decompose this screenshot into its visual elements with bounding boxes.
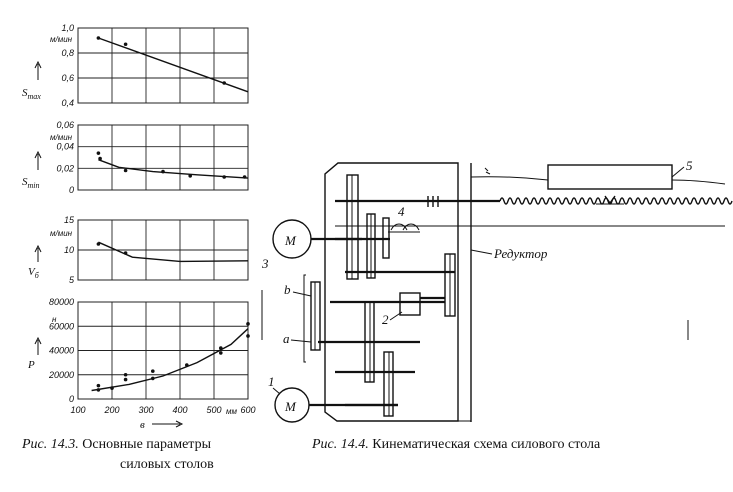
lead-screw — [499, 197, 733, 205]
panel-1-ylabel: Smax — [22, 87, 41, 101]
chart-1-ytick: 0,8 — [61, 48, 74, 58]
chart-1-ytick: 0,6 — [61, 73, 74, 83]
chart-4-point — [151, 369, 155, 373]
chart-4-point — [246, 322, 250, 326]
label-3: 3 — [261, 256, 269, 271]
chart-4-point — [151, 376, 155, 381]
chart-2-ytick: 0,04 — [56, 142, 74, 152]
panel-3-axis: м/мин Vб — [28, 229, 73, 280]
x-tick-label: 500 — [206, 405, 221, 415]
chart-2-point — [222, 175, 226, 179]
panel-2-axis: м/мин Smin — [22, 133, 73, 190]
svg-text:в: в — [140, 419, 145, 431]
x-unit: мм — [226, 407, 237, 416]
chart-1-ytick: 0,4 — [61, 98, 74, 108]
chart-1-point — [222, 81, 226, 85]
chart-3-ytick: 5 — [69, 275, 75, 285]
chart-2-ytick: 0,02 — [56, 163, 74, 173]
rod-line — [470, 176, 726, 185]
coupling-2 — [399, 292, 421, 316]
panel-2-unit: м/мин — [50, 133, 73, 142]
chart-4-point — [219, 346, 223, 350]
screw-nut — [604, 195, 616, 205]
chart-2-point — [161, 169, 165, 174]
kinematic-scheme: 5 M M 1 — [261, 158, 733, 423]
panel-1-unit: м/мин — [50, 35, 73, 44]
x-tick-label: 300 — [138, 405, 153, 415]
chart-4-ytick: 80000 — [49, 297, 74, 307]
chart-2-point — [242, 175, 247, 179]
chart-4-ytick: 60000 — [49, 321, 74, 331]
chart-4-point — [110, 386, 114, 390]
panel-4-axis: н P — [27, 315, 57, 371]
chart-3-point — [96, 242, 101, 246]
chart-4-trend — [91, 328, 249, 392]
x-tick-label: 400 — [172, 405, 187, 415]
spring-4 — [390, 223, 420, 231]
chart-4-point — [219, 351, 223, 355]
label-4: 4 — [398, 204, 405, 219]
chart-3-trend — [98, 241, 249, 263]
chart-4-point — [123, 372, 128, 377]
chart-2-ytick: 0 — [69, 185, 74, 195]
chart-2-frame — [77, 124, 249, 191]
chart-4-point — [96, 388, 101, 392]
chart-1-ytick: 1,0 — [61, 23, 74, 33]
label-1: 1 — [268, 374, 275, 389]
label-a: a — [283, 331, 290, 346]
clutch-marks — [427, 196, 439, 207]
panel-4-ylabel: P — [27, 359, 35, 371]
motor-bottom-label: M — [284, 399, 297, 414]
x-tick-label: 100 — [70, 405, 85, 415]
panel-4-unit: н — [52, 315, 57, 324]
chart-3-ytick: 10 — [64, 245, 74, 255]
chart-3-point — [123, 251, 128, 255]
chart-4-ytick: 20000 — [48, 370, 74, 380]
chart-4-point — [246, 334, 250, 338]
chart-2-trend — [98, 159, 249, 179]
panel-3-unit: м/мин — [50, 229, 73, 238]
chart-1-frame — [77, 27, 249, 104]
chart-4-ytick: 40000 — [49, 346, 74, 356]
caption-fig-14-3: Рис. 14.3. Основные параметры — [22, 437, 211, 452]
chart-2-ytick: 0,06 — [56, 120, 74, 130]
x-tick-label: 600 — [240, 405, 255, 415]
hydraulic-cylinder — [547, 164, 673, 190]
label-2: 2 — [382, 312, 389, 327]
chart-4-point — [123, 377, 128, 382]
parameter-charts: 1,0 0,8 0,6 0,4 0,06 0,04 0,02 0 15 10 5 80000 60000… — [48, 23, 256, 415]
chart-1-point — [96, 36, 101, 40]
label-reductor: Редуктор — [493, 246, 548, 261]
chart-4-ytick: 0 — [69, 394, 74, 404]
chart-2-point — [96, 151, 101, 155]
chart-1-point — [123, 42, 128, 47]
caption-fig-14-3-line2: силовых столов — [120, 457, 214, 472]
chart-4-point — [96, 383, 101, 388]
panel-2-ylabel: Smin — [22, 176, 40, 190]
chart-2-point — [98, 156, 102, 161]
chart-4-point — [185, 363, 189, 367]
panel-1-axis: м/мин Smax — [22, 35, 73, 101]
label-b: b — [284, 282, 291, 297]
chart-2-point — [188, 174, 192, 178]
panel-3-ylabel: Vб — [28, 266, 40, 280]
motor-top-label: M — [284, 233, 297, 248]
caption-fig-14-4: Рис. 14.4. Кинематическая схема силового… — [312, 437, 601, 452]
x-tick-label: 200 — [103, 405, 119, 415]
chart-2-point — [123, 168, 128, 173]
reductor-housing — [324, 162, 459, 422]
x-axis-label: в мм — [140, 407, 237, 431]
label-5: 5 — [686, 158, 693, 173]
chart-3-ytick: 15 — [64, 215, 75, 225]
